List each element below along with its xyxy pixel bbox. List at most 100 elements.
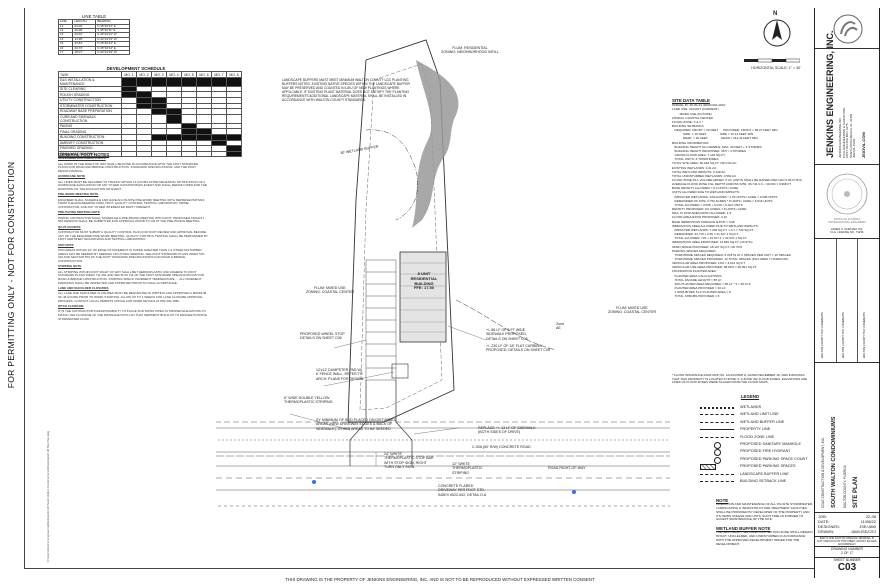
schedule-row: FINAL GRADING xyxy=(58,128,242,135)
foot-notes-title: GENERAL FOOT NOTES xyxy=(58,152,110,157)
site-data-line: FLOOR AREA RATIO PROPOSED: 0.16 xyxy=(672,215,727,220)
site-data-line: PARKING SPACES REQUIRED: xyxy=(672,248,717,253)
frame-bottom xyxy=(24,568,814,569)
dumpster-pad xyxy=(391,363,409,379)
flood-zone-note: * FLOOD INSURANCE RATE MAP NO. 12131C050… xyxy=(672,373,808,385)
site-data-line: TOTAL UNITS: 8 TOWNHOMES xyxy=(672,157,719,162)
schedule-cell xyxy=(121,113,137,124)
foot-note-paragraph: HURRICANE NOTE xyxy=(58,174,86,179)
legend-swatch xyxy=(700,421,734,423)
revision-entry: WALTON COUNTY TRC COMMENTS xyxy=(821,312,824,358)
site-data-line: BASE IMPERVIOUS SURFACE RATIO = 0.65 xyxy=(672,219,735,224)
legend-label: PROPOSED PARKING SPACES xyxy=(740,464,796,469)
note-text: OPERATION AND MAINTENANCE OF ALL ON-SITE… xyxy=(716,502,813,522)
site-data-line: IMPACTED WETLANDS: 1/60 ACRES * 1.00 UNI… xyxy=(672,194,778,199)
road-label: C-30A (60' R/W) CONCRETE ROAD xyxy=(472,445,531,449)
wetland-note-title: WETLAND BUFFER NOTE xyxy=(716,526,771,532)
legend-label: PROPERTY LINE xyxy=(740,427,771,432)
tb-divider xyxy=(815,238,879,239)
schedule-cell xyxy=(226,102,242,110)
site-data-line: UNITS ALLOWED DUE TO WETLAND IMPACTS: xyxy=(672,190,740,195)
foot-note-paragraph: PRE-PAVING MEETING NOTE xyxy=(58,210,100,215)
line-table-cell: 18.07' xyxy=(72,49,97,56)
foot-note-paragraph: PRE-WORK MEETING NOTE xyxy=(58,192,99,197)
legend-swatch xyxy=(700,473,734,475)
site-data-line: TOTAL ALLOWED: 720 + 21,617.1 = 22,337.1… xyxy=(672,236,748,241)
file-path: C:\Users\Jenkins Engineering\Desktop\22-… xyxy=(46,431,50,562)
legend-swatch xyxy=(700,414,734,416)
firm-name: JENKINS ENGINEERING, INC. xyxy=(825,30,835,158)
bar-note: BAR IS ONE INCH ON ORIGINAL DRAWING. IF … xyxy=(817,537,877,546)
job-info: JOB:22-38 DATE:11/08/22 DESIGNED:JSE/JAW… xyxy=(818,514,876,534)
site-data-line: MAX. FLOOR AREA RATIO ALLOWED: 1.5 xyxy=(672,211,732,216)
legend-label: PROPOSED SANITARY MANHOLE xyxy=(740,442,801,446)
building-footprint xyxy=(399,251,447,343)
site-data-line: REQUIRED: FRONT = 20 FEET PROVIDED: FRON… xyxy=(672,128,779,133)
legend-item: BUILDING SETBACK LINE xyxy=(700,478,840,486)
sheet-number-block: SHEET NUMBER C03 xyxy=(817,558,877,573)
engineer-seal-icon xyxy=(826,173,868,215)
schedule-cell xyxy=(166,113,182,124)
schedule-cell xyxy=(226,91,242,98)
site-data-line: IMPERVIOUS AREA ALLOWED DUE TO WETLAND I… xyxy=(672,223,759,228)
foot-note-paragraph: SOD AREAS WITHIN 24" OF EDGE OF PAVEMENT… xyxy=(58,247,206,263)
line-table-title: LINE TABLE xyxy=(81,14,107,19)
flum-north-label: FLUM: RESIDENTIAL ZONING: NEIGHBORHOOD I… xyxy=(441,46,499,55)
legend-item: LANDSCAPE BUFFER LINE xyxy=(700,471,840,479)
foot-note-paragraph: PAVING CONTRACTOR SHALL SCHEDULE A PRE-P… xyxy=(58,215,205,224)
permitting-text: FOR PERMITTING ONLY - NOT FOR CONSTRUCTI… xyxy=(6,161,16,389)
tb-divider xyxy=(815,536,879,537)
site-data-line: TOTAL FACADE LENGTH = 85 LF xyxy=(672,277,722,282)
replace-sidewalk-label: REPLACE +/- 13 LF OF SIDEWALK (BOTH SIDE… xyxy=(478,426,536,435)
legend-label: WETLAND BUFFER LINE xyxy=(740,419,785,424)
schedule-row: SITE CLEARING xyxy=(58,85,242,93)
fire-hydrant-icon xyxy=(312,480,316,484)
title-block: JENKINS ENGINEERING, INC. JENKINS ENGINE… xyxy=(814,8,880,578)
line-table-cell: L7 xyxy=(57,49,74,56)
legend-item: PROPOSED FIRE HYDRANT xyxy=(700,448,840,457)
schedule-cell xyxy=(151,113,167,124)
site-data-title: SITE DATA TABLE xyxy=(672,98,710,103)
schedule-cell xyxy=(181,113,197,124)
site-data-line: FLOOD ZONE: X & X * xyxy=(672,119,704,124)
foot-note-paragraph: SOD NOTE xyxy=(58,242,74,247)
building-units xyxy=(400,262,446,333)
legend-item: WETLAND BUFFER LINE xyxy=(700,419,840,427)
schedule-cell xyxy=(226,113,242,124)
setback-lines xyxy=(359,63,443,411)
schedule-cell xyxy=(136,113,152,124)
drawn-by: JAW/JSE/CEJ xyxy=(850,529,876,534)
landscape-note: LANDSCAPE BUFFERS MUST MEET MINIMUM WALT… xyxy=(282,78,410,102)
engineer-name: JAMES S. DURHAM, P.E. FLA. LICENSE NO. 7… xyxy=(830,227,864,235)
legend-swatch xyxy=(714,449,721,457)
schedule-cell xyxy=(226,85,242,93)
foot-note-paragraph: STRIPING NOTE xyxy=(58,264,82,269)
schedule-row: E&S INSTALLATION & MAINTENANCE xyxy=(58,76,242,87)
schedule-cell xyxy=(121,76,137,87)
curb-label: +/- 230 LF OF 18" FLAT CURBING PROPOSED;… xyxy=(486,344,550,353)
north-arrow: N xyxy=(762,11,792,48)
flood-zone-line xyxy=(455,299,557,351)
legend-swatch xyxy=(700,429,734,431)
schedule-cell xyxy=(181,76,197,87)
site-data-line: BUILDING SETBACKS: xyxy=(672,123,705,128)
legend-swatch xyxy=(700,436,734,438)
site-data-line: TOTAL SITE AREA: 60,048 SQ.FT. OR 0.62 A… xyxy=(672,161,737,166)
double-yellow-label: 6" WIDE DOUBLE YELLOW THERMOPLASTIC STRI… xyxy=(284,396,333,405)
schedule-cell xyxy=(226,97,242,104)
foot-note-paragraph: ALL LINES MUST BE SECURED TO TRAFFIC WIT… xyxy=(58,179,207,191)
wetland-area xyxy=(412,60,459,228)
white-striping-label: 12" WHITE THERMOPLASTIC STRIPING xyxy=(452,462,483,475)
site-data-line: EXISTING WETLANDS: 0.41 AC xyxy=(672,165,717,170)
legend-item: FLOOD ZONE LINE xyxy=(700,434,840,442)
legend-title: LEGEND xyxy=(740,394,760,399)
site-data-line: TOTAL ALLOWED = 0.008 + 6.016 = 6.024 UN… xyxy=(672,202,743,207)
site-plan-drawing xyxy=(216,39,670,507)
foot-note-paragraph: IT IS THE CONTRACTOR'S RESPONSIBILITY TO… xyxy=(58,309,208,321)
job-number: 22-38 xyxy=(865,514,876,519)
footer-disclaimer: THIS DRAWING IS THE PROPERTY OF JENKINS … xyxy=(285,577,595,582)
operation-note: NOTE OPERATION AND MAINTENANCE OF ALL ON… xyxy=(716,498,814,547)
site-data-line: PARCEL ID: 28-3S-21-42000-001-0010 xyxy=(672,103,726,108)
